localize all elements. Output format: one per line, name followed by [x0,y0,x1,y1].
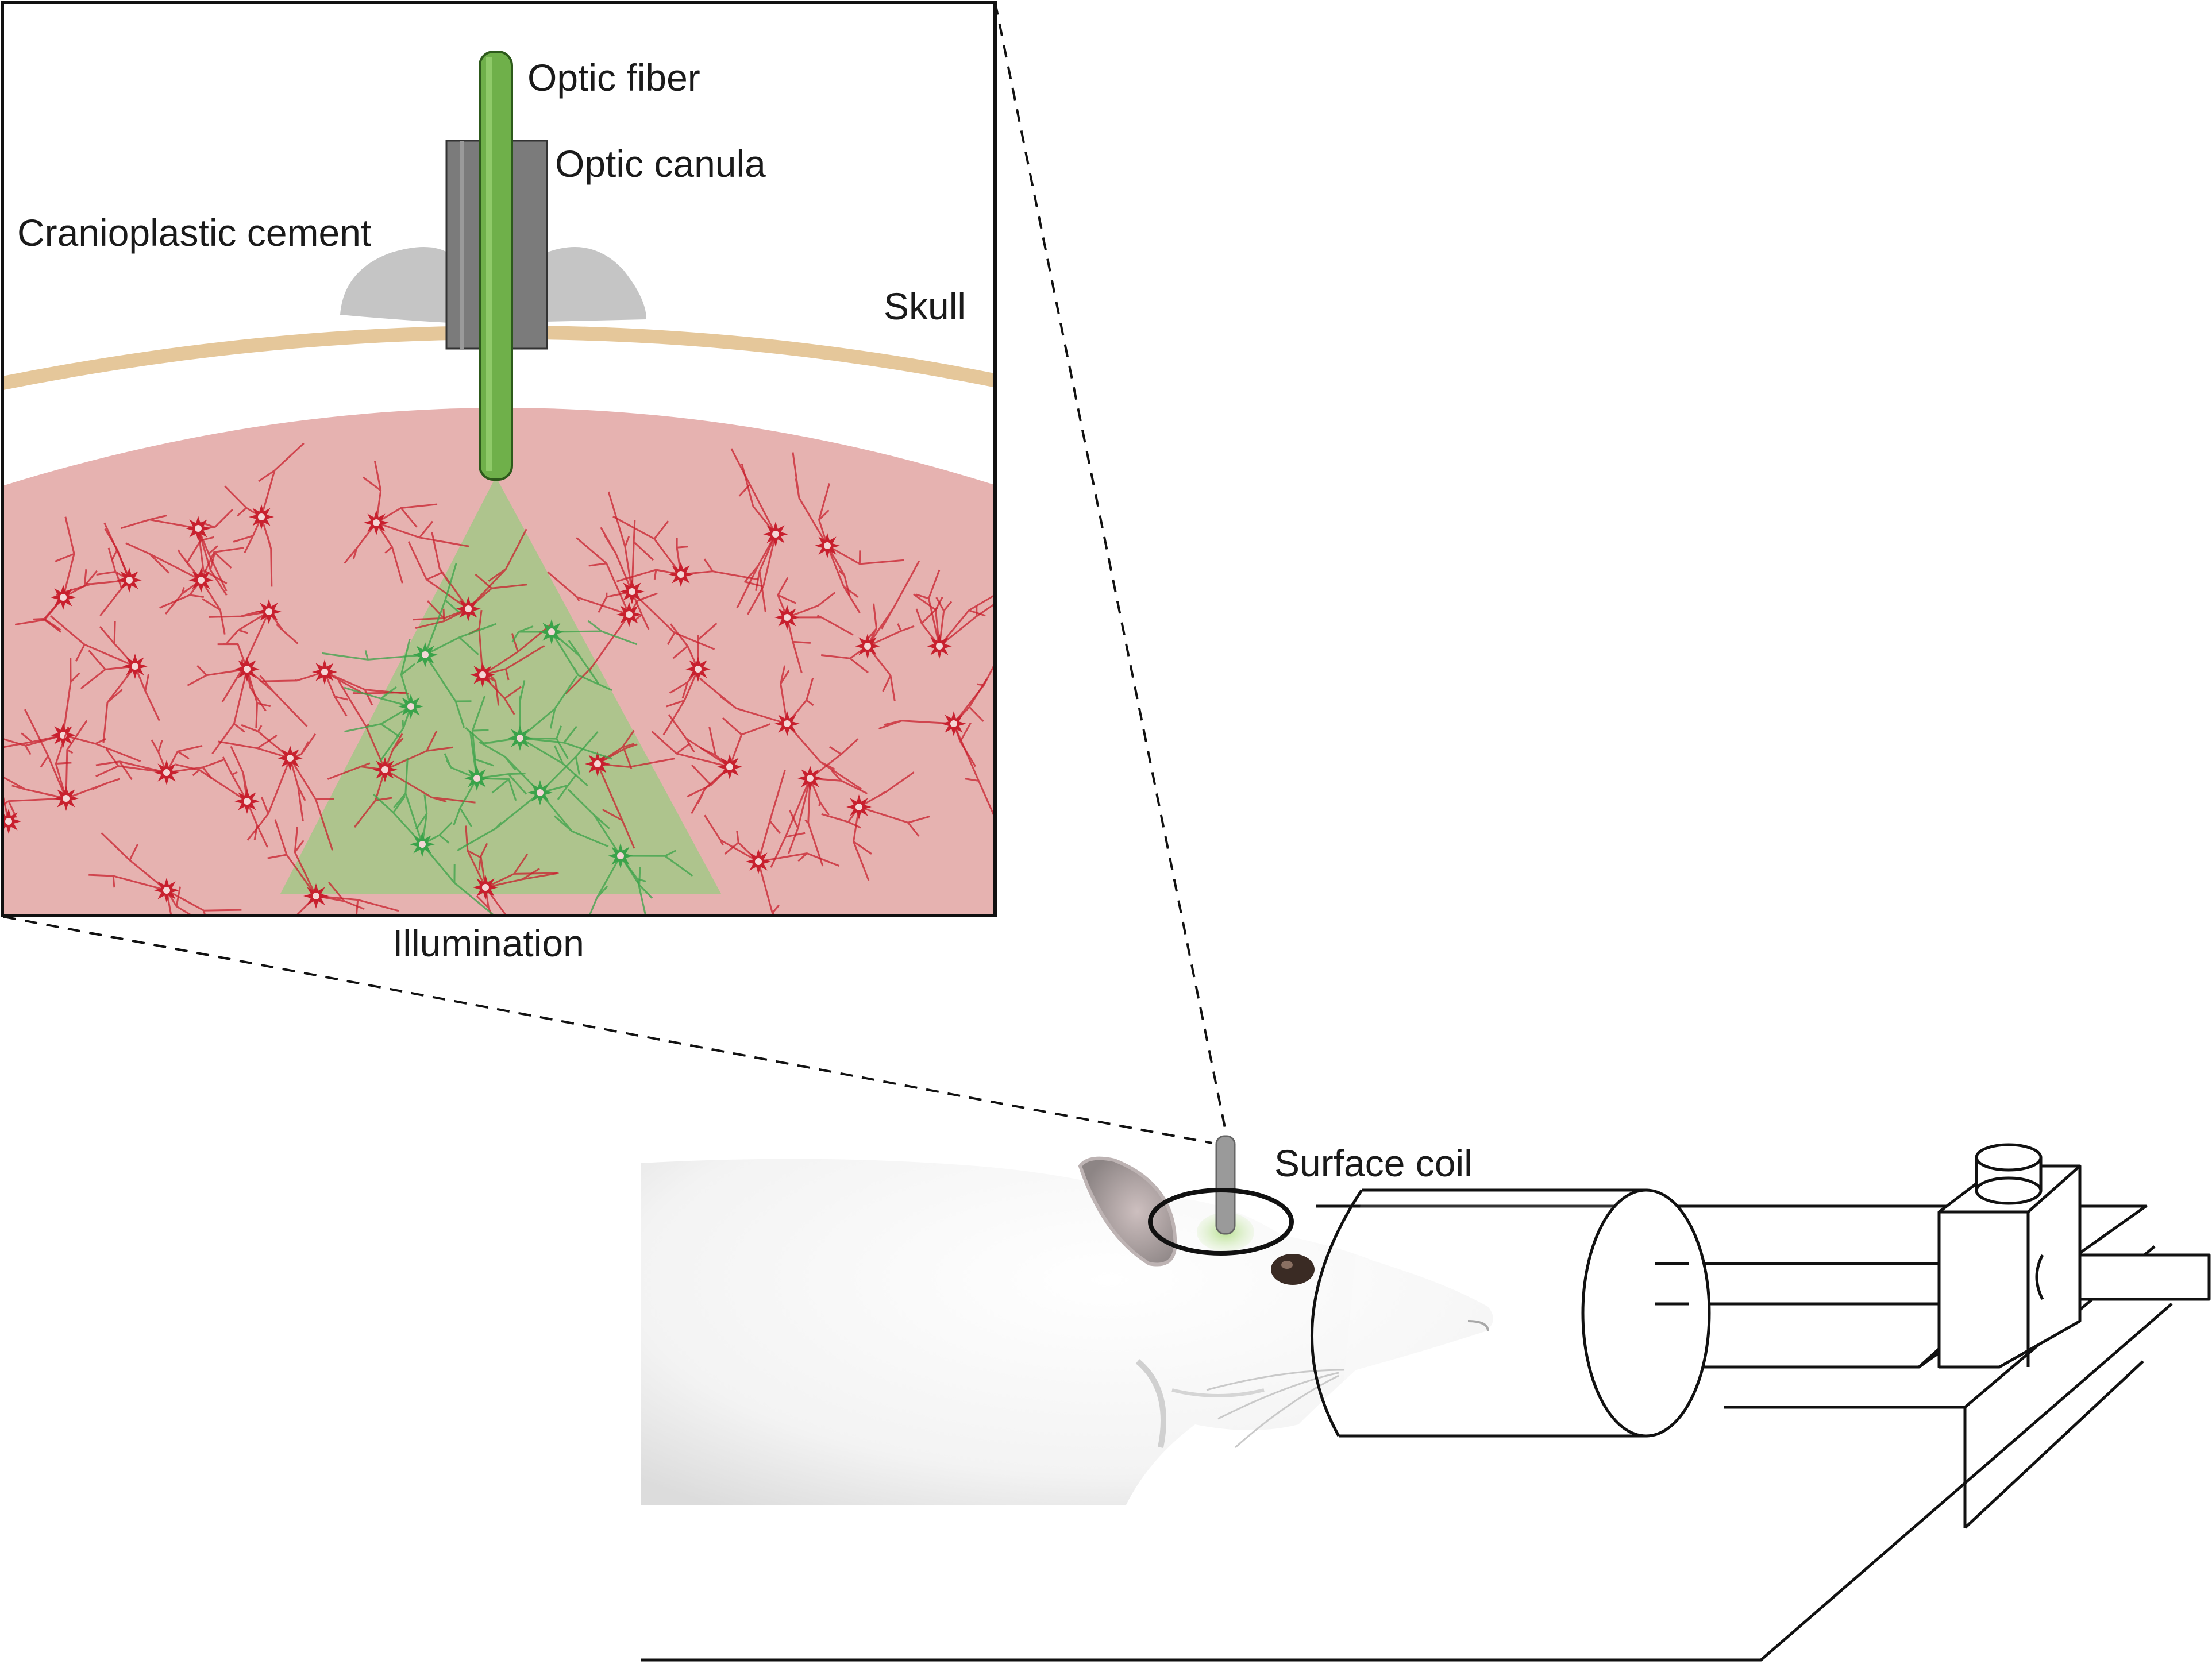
label-skull: Skull [884,285,966,327]
neuron-red [125,542,244,635]
implant-fiber [1215,1135,1236,1235]
neuron-red [699,665,862,790]
neuron-red [50,615,160,743]
neuron-red [95,739,224,785]
rat-eye [1271,1254,1315,1285]
neuron-red [88,832,242,916]
neuron-red [585,729,676,849]
neuron-red [187,642,308,755]
neuron-red [770,738,868,868]
neuron-red [2,789,21,834]
neuron-red [2,709,121,818]
neuron-green [511,619,638,691]
neuron-red [913,569,995,659]
surface-coil [1148,1188,1294,1256]
neuron-red [792,452,904,613]
illumination-cone [280,477,721,894]
neuron-red [651,714,771,814]
neuron-red [344,461,469,584]
cranioplastic-cement-right [546,247,646,322]
neuron-red [217,724,334,851]
neuron-green [321,562,497,728]
neuron-red [2,658,141,762]
zoom-line-bottom [3,916,1213,1144]
inset-panel [1,1,997,917]
neuron-red [612,515,758,587]
inset-frame [1,1,997,917]
neuron-red [120,508,234,596]
cranioplastic-cement-left [340,247,448,323]
neurons [2,442,995,916]
implant [1148,1135,1294,1256]
label-optic-canula: Optic canula [555,142,766,185]
neuron-green [344,639,423,762]
neuron-green [444,696,527,827]
rat [641,1156,1493,1505]
neuron-green [465,675,612,787]
neuron-red [878,661,995,817]
neuron-red [730,448,788,615]
neuron-red [224,442,305,587]
neuron-red [598,491,715,650]
label-surface-coil: Surface coil [1274,1142,1473,1184]
zoom-line-top [994,2,1228,1137]
label-illumination: Illumination [392,922,584,964]
neuron-red [56,522,142,616]
volume-coil [1311,1188,1711,1438]
neuron-red [465,825,559,916]
label-cranioplastic-cement: Cranioplastic cement [17,211,371,254]
neuron-red [14,516,98,633]
label-optic-fiber: Optic fiber [527,56,700,99]
optic-fiber [479,51,513,481]
neuron-green [373,758,496,916]
neuron-red [821,771,931,881]
neuron-green [457,731,609,851]
neuron-red [267,819,399,916]
neuron-green [567,789,693,916]
neuron-red [327,680,476,828]
neuron-red [407,528,527,629]
neuron-red [175,746,269,848]
neuron-red [662,623,718,736]
rat-ear [1078,1156,1177,1267]
neuron-red [774,577,854,674]
cradle [641,1143,2211,1662]
neuron-red [821,561,920,701]
rat-body [641,1159,1493,1505]
neuron-red [704,770,840,916]
